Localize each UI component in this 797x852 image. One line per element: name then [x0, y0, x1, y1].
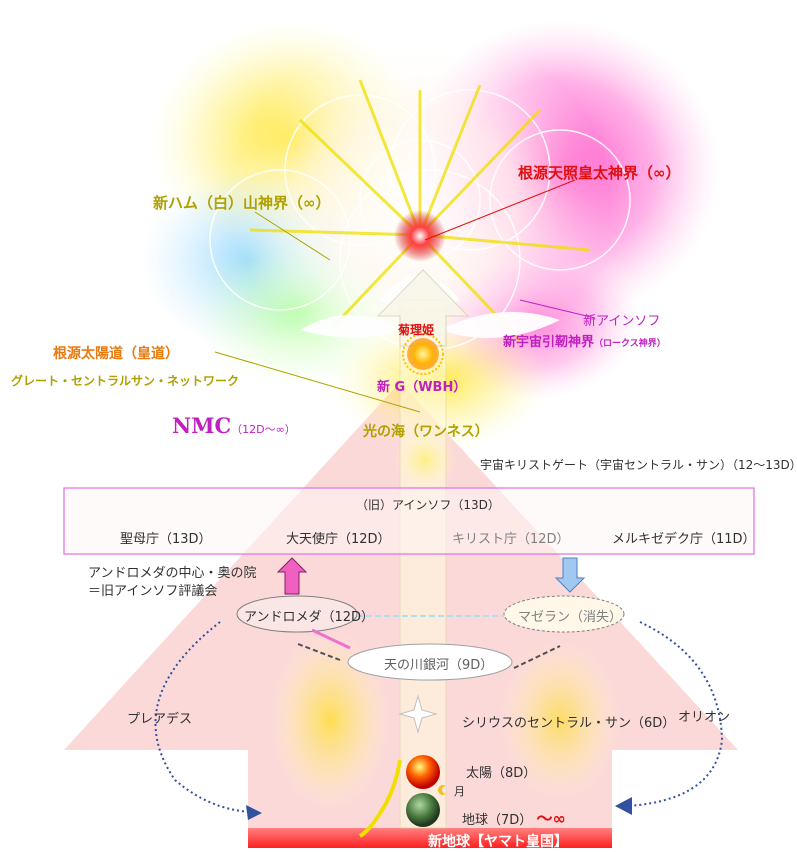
milky-way-ellipse — [347, 643, 513, 681]
kongen-taiyo-label: 根源太陽道（皇道） — [53, 346, 179, 362]
sirius-star — [398, 694, 438, 734]
council-item-christ: キリスト庁（12D） — [452, 532, 570, 547]
earth-text: 地球（7D） — [462, 813, 533, 828]
andromeda-note-1: アンドロメダの中心・奥の院 — [88, 566, 257, 581]
rokusu-text: （ロークス神界） — [594, 339, 666, 349]
orion-label: オリオン — [678, 710, 731, 725]
red-core — [394, 210, 446, 262]
new-ham-label: 新ハム（白）山神界（∞） — [153, 194, 331, 212]
hikari-label: 光の海（ワンネス） — [363, 424, 489, 440]
nmc-sub-text: （12D～∞） — [231, 423, 296, 436]
kukurihime-label: 菊理姫 — [398, 323, 435, 337]
council-item-daitenshi: 大天使庁（12D） — [286, 532, 391, 547]
glow-yellow-right — [500, 640, 620, 800]
leader-kongen-taiyo — [214, 351, 421, 413]
earth-label: 地球（7D） ～∞ — [462, 805, 566, 829]
nmc-label: NMC（12D～∞） — [172, 413, 296, 438]
earth-sphere — [406, 793, 440, 827]
leader-new-ham — [254, 211, 331, 261]
pink-up-arrow — [276, 557, 308, 595]
new-uchu-text: 新宇宙引靭神界 — [503, 335, 595, 350]
leader-kongen — [424, 179, 576, 241]
council-item-melchizedek: メルキゼデク庁（11D） — [612, 532, 756, 547]
new-earth-label: 新地球【ヤマト皇国】 — [428, 834, 568, 850]
sirius-label: シリウスのセントラル・サン（6D） — [462, 716, 676, 731]
new-earth-base — [248, 828, 612, 848]
great-central-label: グレート・セントラルサン・ネットワーク — [11, 374, 240, 388]
moon-shape — [438, 785, 446, 795]
andromeda-note-2: ＝旧アインソフ評議会 — [88, 584, 218, 599]
council-item-seibo: 聖母庁（13D） — [120, 532, 212, 547]
nmc-text: NMC — [172, 413, 232, 438]
glow-yellow-left — [270, 630, 390, 810]
blue-down-arrow — [554, 557, 586, 593]
andromeda-ellipse — [236, 595, 358, 633]
sun-label: 太陽（8D） — [466, 766, 537, 781]
moon-label: 月 — [454, 785, 465, 798]
new-g-label: 新 G（WBH） — [377, 380, 467, 395]
milky-way-label: 天の川銀河（9D） — [384, 658, 494, 673]
magellan-label: マゼラン（消失） — [518, 610, 623, 625]
council-box — [63, 487, 755, 555]
kongen-label: 根源天照皇太神界（∞） — [518, 164, 681, 182]
new-g-sun — [407, 338, 439, 370]
yellow-beam — [358, 759, 402, 838]
pleiades-curve — [154, 621, 253, 813]
new-uchu-label: 新宇宙引靭神界（ロークス神界） — [503, 331, 666, 350]
council-title: （旧）アインソフ（13D） — [356, 498, 500, 512]
andromeda-label: アンドロメダ（12D） — [244, 610, 375, 625]
magellan-ellipse — [503, 595, 625, 633]
sun-sphere — [406, 755, 440, 789]
new-ainsof-label: 新アインソフ — [583, 314, 661, 329]
leader-new-ainsof — [519, 299, 596, 319]
pleiades-label: プレアデス — [127, 712, 193, 727]
christ-gate-label: 宇宙キリストゲート（宇宙セントラル・サン）（12～13D） — [480, 458, 797, 472]
cosmic-flower — [140, 20, 720, 450]
earth-suffix: ～∞ — [536, 809, 566, 828]
